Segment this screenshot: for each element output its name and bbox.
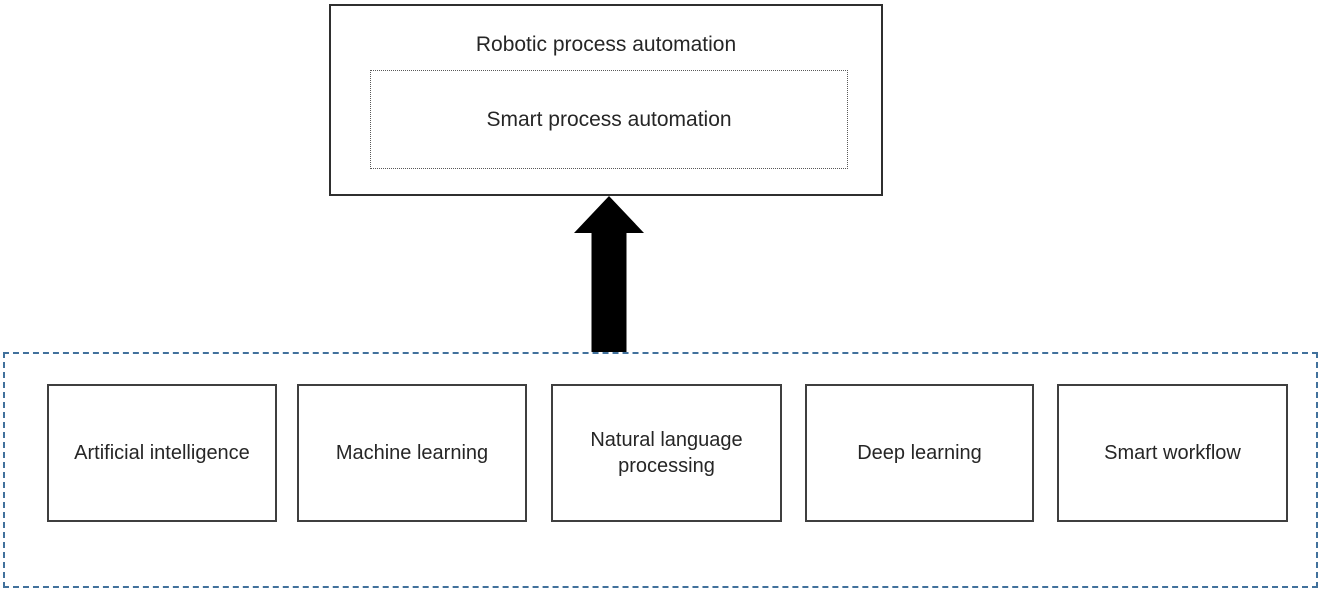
robotic-process-automation-box: Robotic process automation Smart process… bbox=[329, 4, 883, 196]
box-artificial-intelligence: Artificial intelligence bbox=[47, 384, 277, 522]
smart-process-automation-box: Smart process automation bbox=[370, 70, 848, 169]
robotic-process-automation-label: Robotic process automation bbox=[475, 33, 737, 56]
box-smart-workflow: Smart workflow bbox=[1057, 384, 1288, 522]
up-arrow-icon bbox=[574, 196, 644, 353]
artificial-intelligence-label: Artificial intelligence bbox=[74, 442, 250, 464]
smart-workflow-label: Smart workflow bbox=[1104, 442, 1241, 464]
natural-language-processing-label: Natural language processing bbox=[590, 429, 743, 477]
smart-process-automation-label: Smart process automation bbox=[486, 107, 732, 131]
box-deep-learning: Deep learning bbox=[805, 384, 1034, 522]
components-group: Artificial intelligence Machine learning… bbox=[3, 352, 1318, 588]
box-natural-language-processing: Natural language processing bbox=[551, 384, 782, 522]
box-machine-learning: Machine learning bbox=[297, 384, 527, 522]
machine-learning-label: Machine learning bbox=[335, 442, 489, 464]
deep-learning-label: Deep learning bbox=[857, 442, 982, 464]
